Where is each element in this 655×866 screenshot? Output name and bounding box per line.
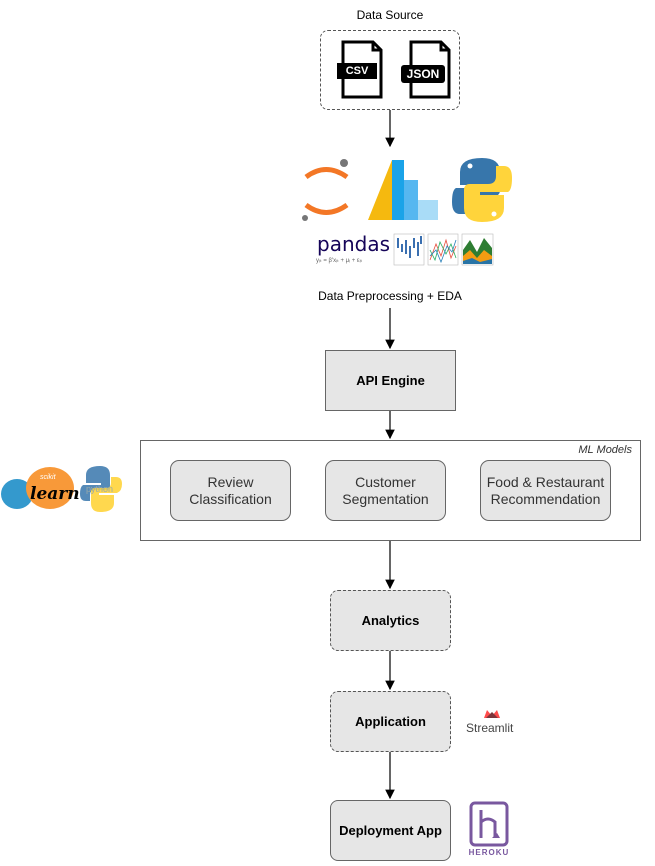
json-file-icon — [401, 40, 451, 99]
model-line2: Segmentation — [342, 490, 429, 507]
deployment-app-box: Deployment App — [330, 800, 451, 861]
model-line1: Review — [207, 473, 254, 490]
api-engine-box: API Engine — [325, 350, 456, 411]
preprocessing-label: Data Preprocessing + EDA — [318, 289, 462, 303]
model-line2: Recommendation — [490, 490, 601, 507]
csv-label: CSV — [345, 65, 369, 77]
data-source-title: Data Source — [356, 8, 424, 22]
streamlit-label: Streamlit — [466, 721, 514, 735]
analytics-box: Analytics — [330, 590, 451, 651]
heroku-label: HEROKU — [468, 848, 510, 857]
pandas-formula: yᵢₜ = β′xᵢₜ + μᵢ + εᵢₜ — [316, 258, 363, 264]
json-label: JSON — [406, 67, 440, 81]
model-line2: Classification — [189, 490, 272, 507]
ml-models-label: ML Models — [578, 444, 632, 456]
python-small-text: python — [86, 484, 114, 494]
csv-file-icon — [337, 40, 383, 99]
model-line1: Food & Restaurant — [486, 473, 605, 490]
learn-text: learn — [30, 484, 80, 504]
application-box: Application — [330, 691, 451, 752]
scikit-small-text: scikit — [40, 474, 56, 481]
pandas-logo-text: pandas — [317, 232, 390, 256]
data-source-box: CSV JSON — [320, 30, 460, 110]
model-line1: Customer — [355, 473, 416, 490]
